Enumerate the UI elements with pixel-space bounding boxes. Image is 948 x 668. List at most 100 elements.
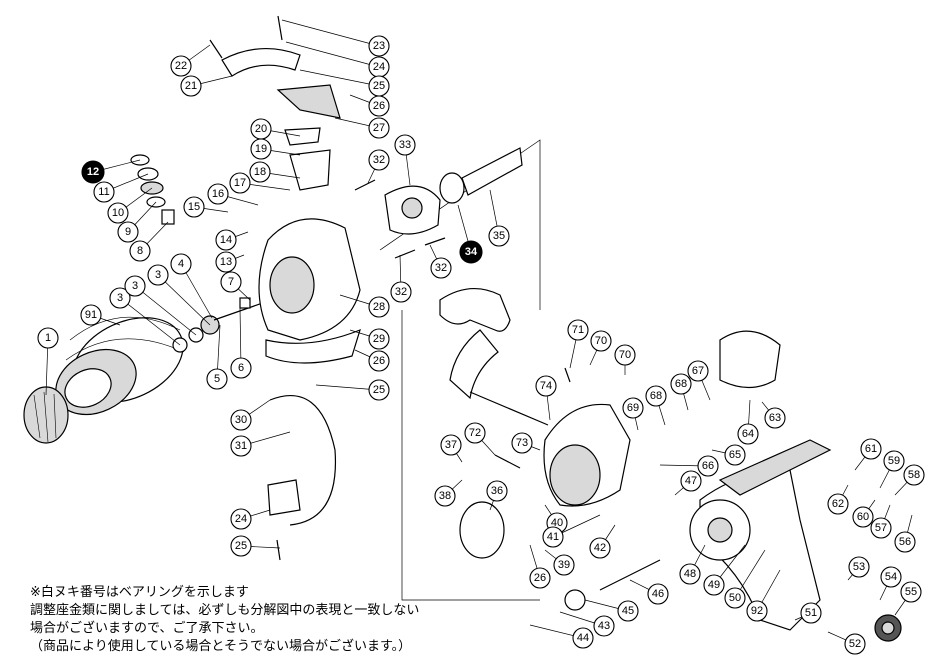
side-cover <box>719 330 781 389</box>
main-gear <box>689 499 751 561</box>
part-callout-14: 14 <box>215 229 237 251</box>
callout-number: 67 <box>692 365 704 377</box>
callout-number: 32 <box>435 262 447 274</box>
callout-number: 26 <box>373 100 385 112</box>
callout-number: 12 <box>87 166 99 178</box>
part-callout-36: 36 <box>486 480 508 502</box>
part-callout-7: 7 <box>220 271 242 293</box>
part-callout-48: 48 <box>679 563 701 585</box>
callout-number: 33 <box>399 139 411 151</box>
part-callout-5: 5 <box>206 368 228 390</box>
body <box>543 403 832 631</box>
part-callout-72: 72 <box>464 422 486 444</box>
callout-bubble <box>430 257 452 279</box>
callout-number: 59 <box>888 455 900 467</box>
callout-bubble <box>229 172 251 194</box>
part-callout-52: 52 <box>844 633 866 655</box>
callout-number: 3 <box>155 269 161 281</box>
rotor-nut <box>384 147 523 235</box>
part-callout-61: 61 <box>860 438 882 460</box>
callout-bubble <box>680 470 702 492</box>
callout-number: 43 <box>598 620 610 632</box>
callout-bubble <box>250 118 272 140</box>
part-callout-32: 32 <box>430 257 452 279</box>
part-callout-53: 53 <box>848 556 870 578</box>
part-callout-74: 74 <box>535 375 557 397</box>
part-callout-44: 44 <box>572 627 594 649</box>
callout-number: 40 <box>551 517 563 529</box>
callout-bubble <box>230 535 252 557</box>
callout-number: 62 <box>832 498 844 510</box>
callout-number: 25 <box>235 540 247 552</box>
callout-number: 3 <box>132 280 138 292</box>
part-callout-25: 25 <box>368 75 390 97</box>
handle-cap <box>874 614 902 642</box>
callout-number: 44 <box>577 632 589 644</box>
callout-bubble <box>883 450 905 472</box>
callout-bubble <box>170 55 192 77</box>
part-callout-20: 20 <box>250 118 272 140</box>
part-callout-45: 45 <box>617 600 639 622</box>
part-callout-23: 23 <box>368 35 390 57</box>
part-callout-41: 41 <box>542 526 564 548</box>
leader-line <box>281 19 380 47</box>
part-callout-65: 65 <box>724 444 746 466</box>
callout-bubble <box>880 566 902 588</box>
callout-number: 26 <box>534 572 546 584</box>
callout-bubble <box>764 407 786 429</box>
callout-number: 36 <box>491 485 503 497</box>
part-callout-30: 30 <box>230 409 252 431</box>
callout-number: 38 <box>439 490 451 502</box>
callout-bubble <box>567 319 589 341</box>
part-callout-43: 43 <box>593 615 615 637</box>
callout-bubble <box>687 360 709 382</box>
leader-line <box>299 69 380 87</box>
callout-bubble <box>368 350 390 372</box>
part-callout-13: 13 <box>215 251 237 273</box>
part-callout-21: 21 <box>180 75 202 97</box>
bail-holder <box>267 479 301 516</box>
callout-bubble <box>207 183 229 205</box>
part-callout-54: 54 <box>880 566 902 588</box>
part-callout-26: 26 <box>529 567 551 589</box>
o-ring <box>459 501 505 559</box>
callout-bubble <box>844 633 866 655</box>
part-callout-68: 68 <box>645 385 667 407</box>
part-callout-47: 47 <box>680 470 702 492</box>
part-callout-64: 64 <box>737 423 759 445</box>
part-drawings <box>23 15 902 642</box>
part-callout-70: 70 <box>590 330 612 352</box>
callout-number: 92 <box>751 605 763 617</box>
notes-block: ※白ヌキ番号はベアリングを示します 調整座金類に関しましては、必ずしも分解図中の… <box>30 584 419 656</box>
callout-number: 17 <box>234 177 246 189</box>
part-callout-66: 66 <box>697 455 719 477</box>
part-callout-69: 69 <box>622 397 644 419</box>
note-product-usage: （商品により使用している場合とそうでない場合がございます。） <box>30 639 412 654</box>
callout-number: 64 <box>742 428 754 440</box>
callout-bubble <box>670 373 692 395</box>
callout-bubble <box>486 480 508 502</box>
callout-bubble <box>697 455 719 477</box>
callout-bubble <box>553 554 575 576</box>
callout-number: 60 <box>857 511 869 523</box>
callout-bubble <box>368 296 390 318</box>
callout-bubble <box>230 435 252 457</box>
part-callout-3: 3 <box>147 264 169 286</box>
callout-bubble <box>170 253 192 275</box>
callout-number: 48 <box>684 568 696 580</box>
part-callout-55: 55 <box>900 581 922 603</box>
callout-number: 32 <box>373 154 385 166</box>
callout-number: 51 <box>805 607 817 619</box>
pinion-shaft <box>564 559 661 611</box>
callout-bubble <box>107 202 129 224</box>
callout-number: 68 <box>650 390 662 402</box>
part-callout-10: 10 <box>107 202 129 224</box>
callout-bubble <box>737 423 759 445</box>
callout-bubble <box>220 271 242 293</box>
callout-number: 7 <box>228 276 234 288</box>
part-callout-1: 1 <box>37 327 59 349</box>
line-roller-stack <box>130 154 175 225</box>
handle <box>439 287 549 426</box>
